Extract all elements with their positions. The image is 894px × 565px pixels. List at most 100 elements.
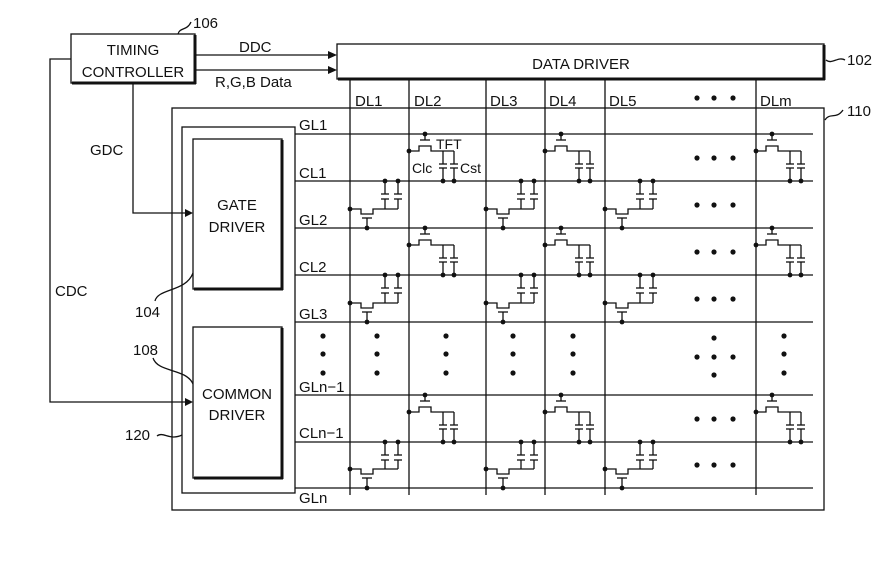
vertical-ellipsis-dot <box>320 351 325 356</box>
ref-104-label: 104 <box>135 304 160 321</box>
pixel-cell <box>754 226 805 278</box>
gdc-signal-line <box>133 83 186 213</box>
pixel-cells <box>348 132 805 491</box>
data-line-label-dl5: DL5 <box>609 93 637 110</box>
clc-capacitor <box>575 151 583 181</box>
pixel-cell <box>543 393 594 445</box>
row-ellipsis-dot <box>694 462 699 467</box>
pixel-cell <box>407 393 458 445</box>
clc-capacitor <box>517 181 525 209</box>
data-line-ellipsis-dot <box>694 95 699 100</box>
pixel-cell <box>484 440 538 491</box>
vertical-ellipsis-dot <box>781 351 786 356</box>
cst-capacitor <box>530 442 538 469</box>
ref-102-label: 102 <box>847 52 872 69</box>
row-ellipsis-dot <box>730 202 735 207</box>
common-connection-dot <box>452 440 457 445</box>
pixel-cell <box>603 273 657 325</box>
tft-channel <box>350 209 398 214</box>
gdc-arrowhead-icon <box>185 209 193 217</box>
clc-capacitor <box>636 442 644 469</box>
tft-channel <box>756 240 801 245</box>
vertical-ellipsis-dot <box>374 370 379 375</box>
tft-channel <box>605 469 653 474</box>
row-ellipsis-dot <box>730 462 735 467</box>
pixel-cell <box>348 440 402 491</box>
ddc-arrowhead-icon <box>328 51 337 59</box>
vertical-ellipsis-dot <box>320 370 325 375</box>
vertical-ellipsis-dot <box>320 333 325 338</box>
clc-capacitor <box>636 181 644 209</box>
vertical-ellipsis-dot <box>443 351 448 356</box>
cst-capacitor <box>450 412 458 442</box>
ddc-signal-label: DDC <box>239 39 272 56</box>
row-ellipsis-dot <box>730 249 735 254</box>
row-ellipsis-dot <box>711 296 716 301</box>
data-line-ellipsis-dot <box>711 95 716 100</box>
pixel-cell <box>407 226 458 278</box>
clc-capacitor <box>517 275 525 303</box>
row-ellipsis-dot <box>694 155 699 160</box>
ref-108-leader <box>153 358 193 384</box>
common-connection-dot <box>441 273 446 278</box>
row-ellipsis-dot <box>711 249 716 254</box>
matrix-ellipsis-dot <box>711 372 716 377</box>
tft-channel <box>545 240 590 245</box>
data-line-label-dl2: DL2 <box>414 93 442 110</box>
cst-capacitor <box>649 442 657 469</box>
cst-capacitor <box>530 181 538 209</box>
tft-annotation: TFT <box>436 136 462 152</box>
row-lines: GL1 CL1 GL2 CL2 GL3 GLn−1 CLn−1 GLn <box>295 117 813 507</box>
cst-capacitor <box>394 275 402 303</box>
gdc-signal-label: GDC <box>90 142 124 159</box>
cst-capacitor <box>649 181 657 209</box>
pixel-cell <box>484 179 538 231</box>
tft-channel <box>486 303 534 308</box>
common-connection-dot <box>588 273 593 278</box>
tft-channel <box>756 407 801 412</box>
row-line-label-cl2: CL2 <box>299 259 327 276</box>
cst-capacitor <box>797 245 805 275</box>
timing-controller-label-line1: TIMING <box>107 42 160 59</box>
clc-capacitor <box>381 442 389 469</box>
row-ellipsis-dot <box>694 416 699 421</box>
data-line-label-dl4: DL4 <box>549 93 577 110</box>
cdc-signal-line <box>50 59 186 402</box>
matrix-ellipsis-dot <box>711 335 716 340</box>
vertical-ellipsis-dot <box>443 370 448 375</box>
tft-channel <box>545 407 590 412</box>
gate-driver-label-line2: DRIVER <box>209 219 266 236</box>
data-lines: DL1 DL2 DL3 DL4 DL5 DLm <box>350 80 792 495</box>
pixel-cell <box>348 273 402 325</box>
common-connection-dot <box>799 440 804 445</box>
matrix-ellipsis-dot <box>694 354 699 359</box>
clc-capacitor <box>439 151 447 181</box>
common-connection-dot <box>788 179 793 184</box>
row-line-label-gln: GLn <box>299 490 327 507</box>
row-line-label-cl1: CL1 <box>299 165 327 182</box>
clc-capacitor <box>636 275 644 303</box>
common-connection-dot <box>441 440 446 445</box>
data-driver-label: DATA DRIVER <box>532 56 630 73</box>
clc-annotation: Clc <box>412 160 432 176</box>
clc-capacitor <box>786 245 794 275</box>
vertical-ellipsis-dot <box>570 351 575 356</box>
cst-capacitor <box>586 412 594 442</box>
cst-capacitor <box>649 275 657 303</box>
vertical-ellipsis-dot <box>781 370 786 375</box>
gate-driver-box <box>193 139 282 289</box>
ref-106-label: 106 <box>193 15 218 32</box>
cdc-arrowhead-icon <box>185 398 193 406</box>
rgb-data-arrowhead-icon <box>328 66 337 74</box>
common-connection-dot <box>452 273 457 278</box>
tft-channel <box>350 469 398 474</box>
row-ellipsis-dot <box>711 416 716 421</box>
common-connection-dot <box>799 179 804 184</box>
common-driver-label-line2: DRIVER <box>209 407 266 424</box>
data-line-label-dl1: DL1 <box>355 93 383 110</box>
row-ellipsis-dot <box>694 202 699 207</box>
data-line-label-dl3: DL3 <box>490 93 518 110</box>
vertical-ellipsis-dot <box>570 333 575 338</box>
common-connection-dot <box>577 273 582 278</box>
common-driver-block: COMMON DRIVER <box>193 327 283 479</box>
